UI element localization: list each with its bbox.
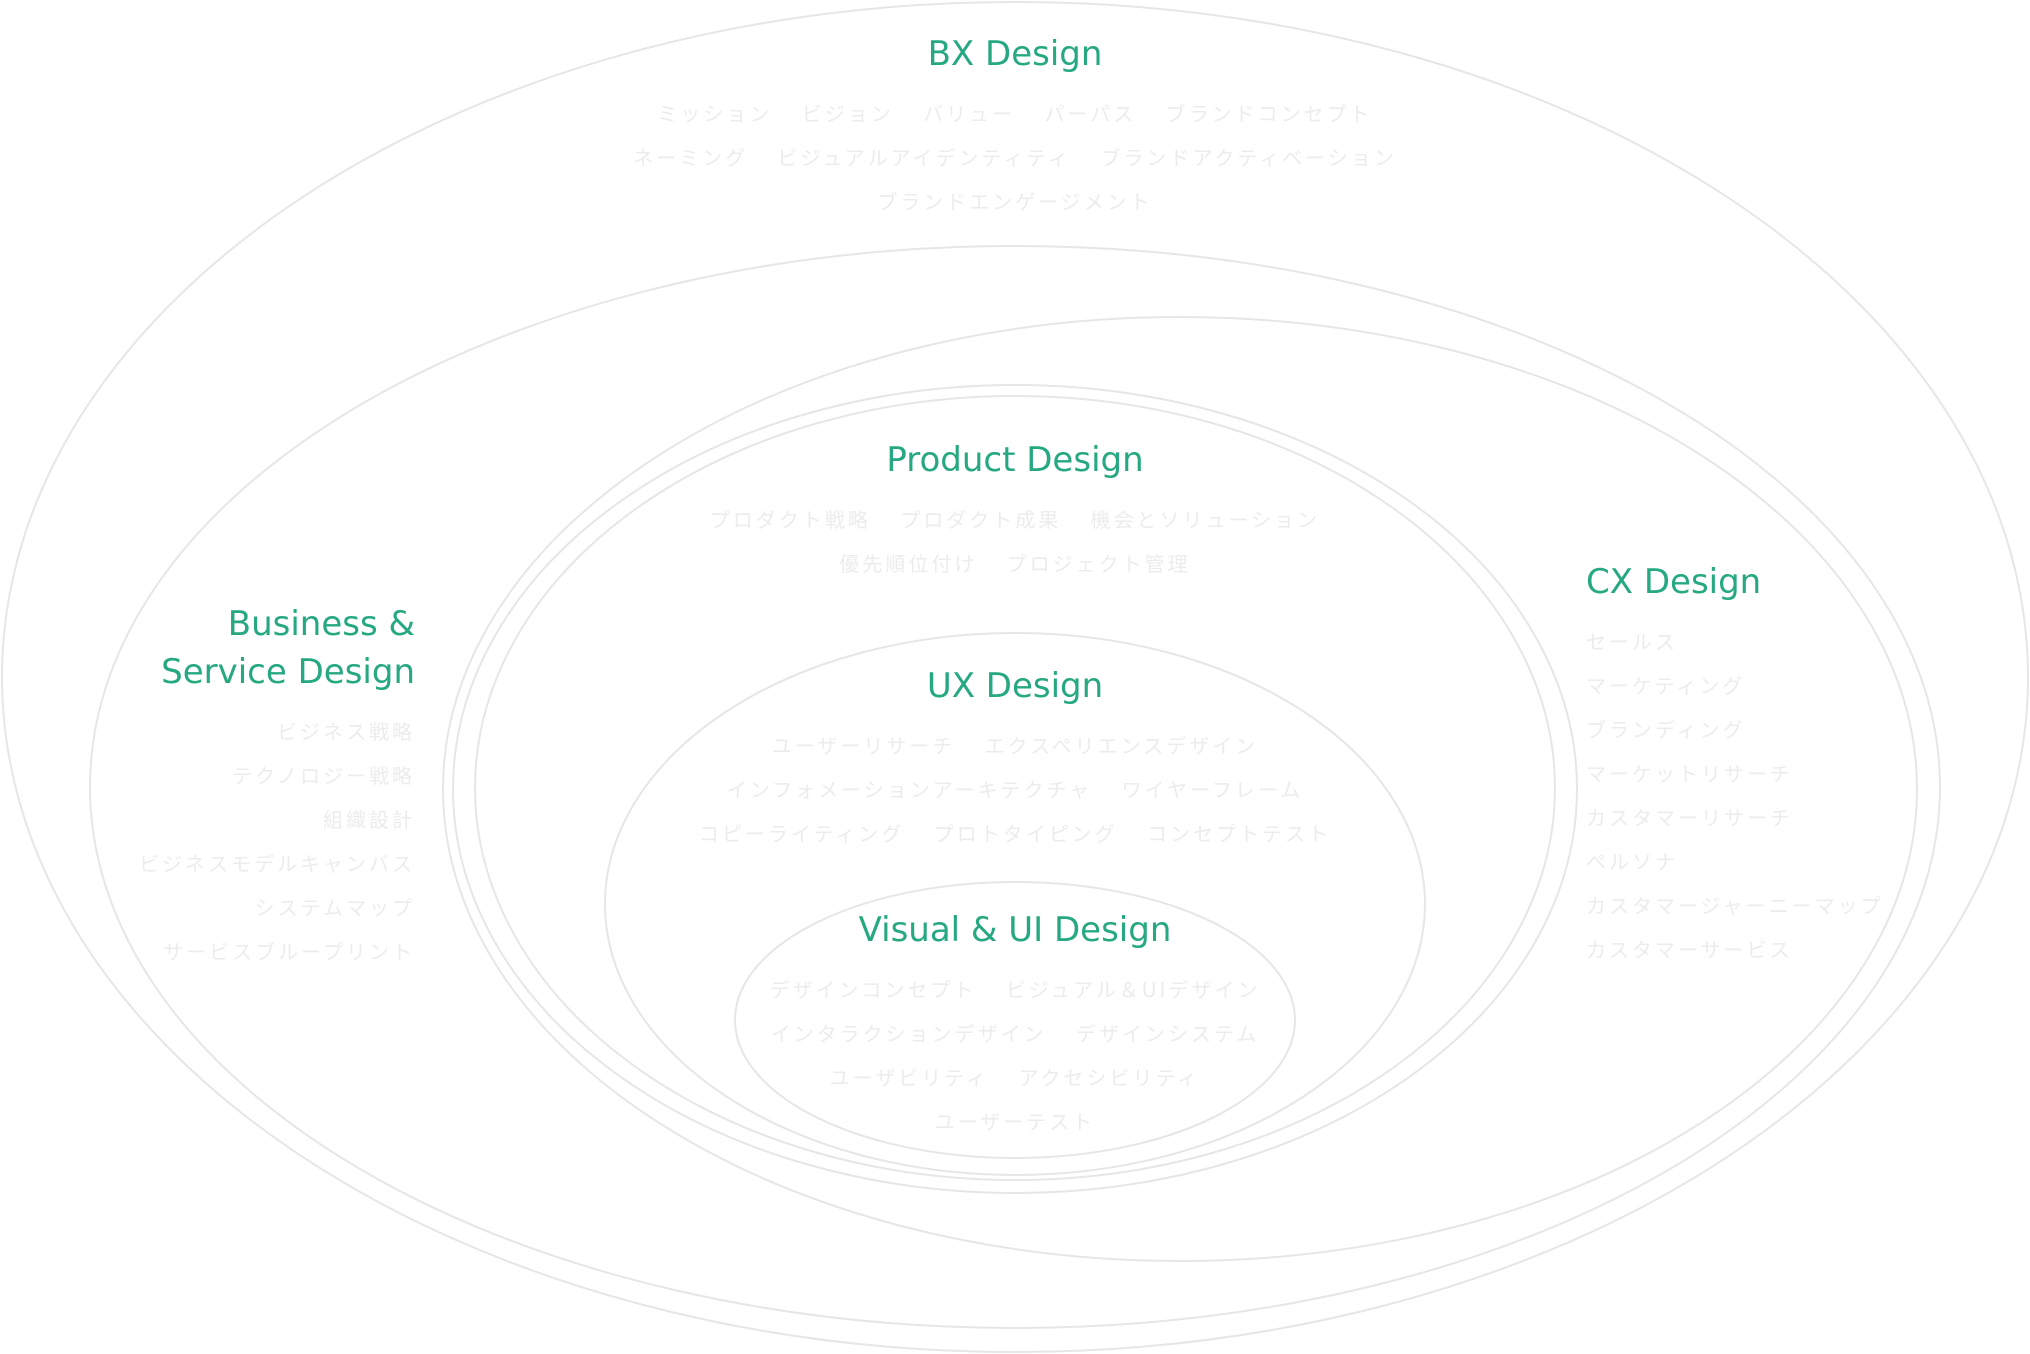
bx-item-row: ミッション ビジョン バリュー パーパス ブランドコンセプト (633, 92, 1397, 136)
ux-item-row: コピーライティング プロトタイピング コンセプトテスト (699, 812, 1331, 856)
cx-item: カスタマージャーニーマップ (1586, 894, 1884, 918)
bx-item: バリュー (923, 102, 1016, 126)
cx-item: セールス (1586, 630, 1678, 654)
business-design-title-line: Business & (227, 604, 415, 644)
visual-item: インタラクションデザイン (770, 1022, 1047, 1046)
business-design-block: Business & Service Design ビジネス戦略 テクノロジー戦… (139, 600, 415, 974)
bx-item: ネーミング (633, 146, 749, 170)
product-item-row: プロダクト戦略 プロダクト成果 機会とソリューション (710, 498, 1320, 542)
cx-item: カスタマーサービス (1586, 938, 1793, 962)
visual-item: ビジュアル＆UIデザイン (1005, 978, 1261, 1002)
business-item: テクノロジー戦略 (232, 764, 415, 788)
cx-ring (442, 316, 1918, 1262)
business-item: システムマップ (254, 896, 415, 920)
bx-item: ブランドコンセプト (1165, 102, 1373, 126)
cx-item: マーケティング (1586, 674, 1746, 698)
visual-ring (734, 881, 1296, 1159)
bx-design-title: BX Design (927, 34, 1103, 74)
product-design-title: Product Design (886, 440, 1144, 480)
business-ring (89, 245, 1941, 1329)
product-item-row: 優先順位付け プロジェクト管理 (710, 542, 1320, 586)
business-item: サービスブループリント (163, 940, 415, 964)
visual-item-row: デザインコンセプト ビジュアル＆UIデザイン (770, 968, 1261, 1012)
ux-item: ユーザーリサーチ (771, 734, 956, 758)
product-design-items: プロダクト戦略 プロダクト成果 機会とソリューション 優先順位付け プロジェクト… (710, 498, 1320, 586)
bx-item: ビジョン (801, 102, 894, 126)
visual-design-title: Visual & UI Design (858, 910, 1172, 950)
product-item: 機会とソリューション (1090, 508, 1321, 532)
visual-item: ユーザビリティ (829, 1066, 990, 1090)
cx-item: ペルソナ (1586, 850, 1678, 874)
bx-design-items: ミッション ビジョン バリュー パーパス ブランドコンセプト ネーミング ビジュ… (633, 92, 1397, 224)
visual-item-row: インタラクションデザイン デザインシステム (770, 1012, 1261, 1056)
bx-item-row: ネーミング ビジュアルアイデンティティ ブランドアクティベーション (633, 136, 1397, 180)
business-item: ビジネスモデルキャンバス (139, 852, 415, 876)
visual-design-block: Visual & UI Design デザインコンセプト ビジュアル＆UIデザイ… (770, 906, 1261, 1144)
ux-design-items: ユーザーリサーチ エクスペリエンスデザイン インフォメーションアーキテクチャ ワ… (699, 724, 1331, 856)
cx-item: マーケットリサーチ (1586, 762, 1793, 786)
bx-item: ミッション (657, 102, 773, 126)
product-outer-ring (452, 384, 1578, 1194)
business-design-items: ビジネス戦略 テクノロジー戦略 組織設計 ビジネスモデルキャンバス システムマッ… (139, 710, 415, 974)
ux-item: コンセプトテスト (1147, 822, 1332, 846)
business-item: ビジネス戦略 (277, 720, 415, 744)
ux-item: インフォメーションアーキテクチャ (726, 778, 1093, 802)
ux-ring (604, 632, 1426, 1176)
business-design-title-line: Service Design (161, 652, 415, 692)
bx-design-block: BX Design ミッション ビジョン バリュー パーパス ブランドコンセプト… (633, 30, 1397, 224)
ux-item: プロトタイピング (933, 822, 1118, 846)
business-item: 組織設計 (323, 808, 415, 832)
visual-design-items: デザインコンセプト ビジュアル＆UIデザイン インタラクションデザイン デザイン… (770, 968, 1261, 1144)
visual-item: ユーザーテスト (934, 1110, 1096, 1134)
product-design-block: Product Design プロダクト戦略 プロダクト成果 機会とソリューショ… (710, 436, 1320, 586)
ux-design-block: UX Design ユーザーリサーチ エクスペリエンスデザイン インフォメーショ… (699, 662, 1331, 856)
ux-item-row: ユーザーリサーチ エクスペリエンスデザイン (699, 724, 1331, 768)
bx-item-row: ブランドエンゲージメント (633, 180, 1397, 224)
ux-design-title: UX Design (926, 666, 1104, 706)
bx-item: ビジュアルアイデンティティ (777, 146, 1072, 170)
product-item: 優先順位付け (839, 552, 978, 576)
cx-design-block: CX Design セールス マーケティング ブランディング マーケットリサーチ… (1586, 558, 1884, 972)
cx-design-items: セールス マーケティング ブランディング マーケットリサーチ カスタマーリサーチ… (1586, 620, 1884, 972)
product-ring (474, 395, 1556, 1181)
ux-item: ワイヤーフレーム (1121, 778, 1304, 802)
cx-item: ブランディング (1586, 718, 1746, 742)
visual-item-row: ユーザビリティ アクセシビリティ (770, 1056, 1261, 1100)
cx-item: カスタマーリサーチ (1586, 806, 1793, 830)
ux-item-row: インフォメーションアーキテクチャ ワイヤーフレーム (699, 768, 1331, 812)
visual-item-row: ユーザーテスト (770, 1100, 1261, 1144)
visual-item: デザインコンセプト (769, 978, 977, 1002)
ux-item: コピーライティング (698, 822, 905, 846)
product-item: プロジェクト管理 (1006, 552, 1191, 576)
bx-item: パーパス (1044, 102, 1137, 126)
product-item: プロダクト成果 (900, 508, 1062, 532)
bx-item: ブランドアクティベーション (1100, 146, 1397, 170)
visual-item: デザインシステム (1075, 1022, 1260, 1046)
ux-item: エクスペリエンスデザイン (984, 734, 1259, 758)
cx-design-title: CX Design (1586, 562, 1762, 602)
bx-item: ブランドエンゲージメント (877, 190, 1153, 214)
product-item: プロダクト戦略 (709, 508, 871, 532)
visual-item: アクセシビリティ (1018, 1066, 1201, 1090)
